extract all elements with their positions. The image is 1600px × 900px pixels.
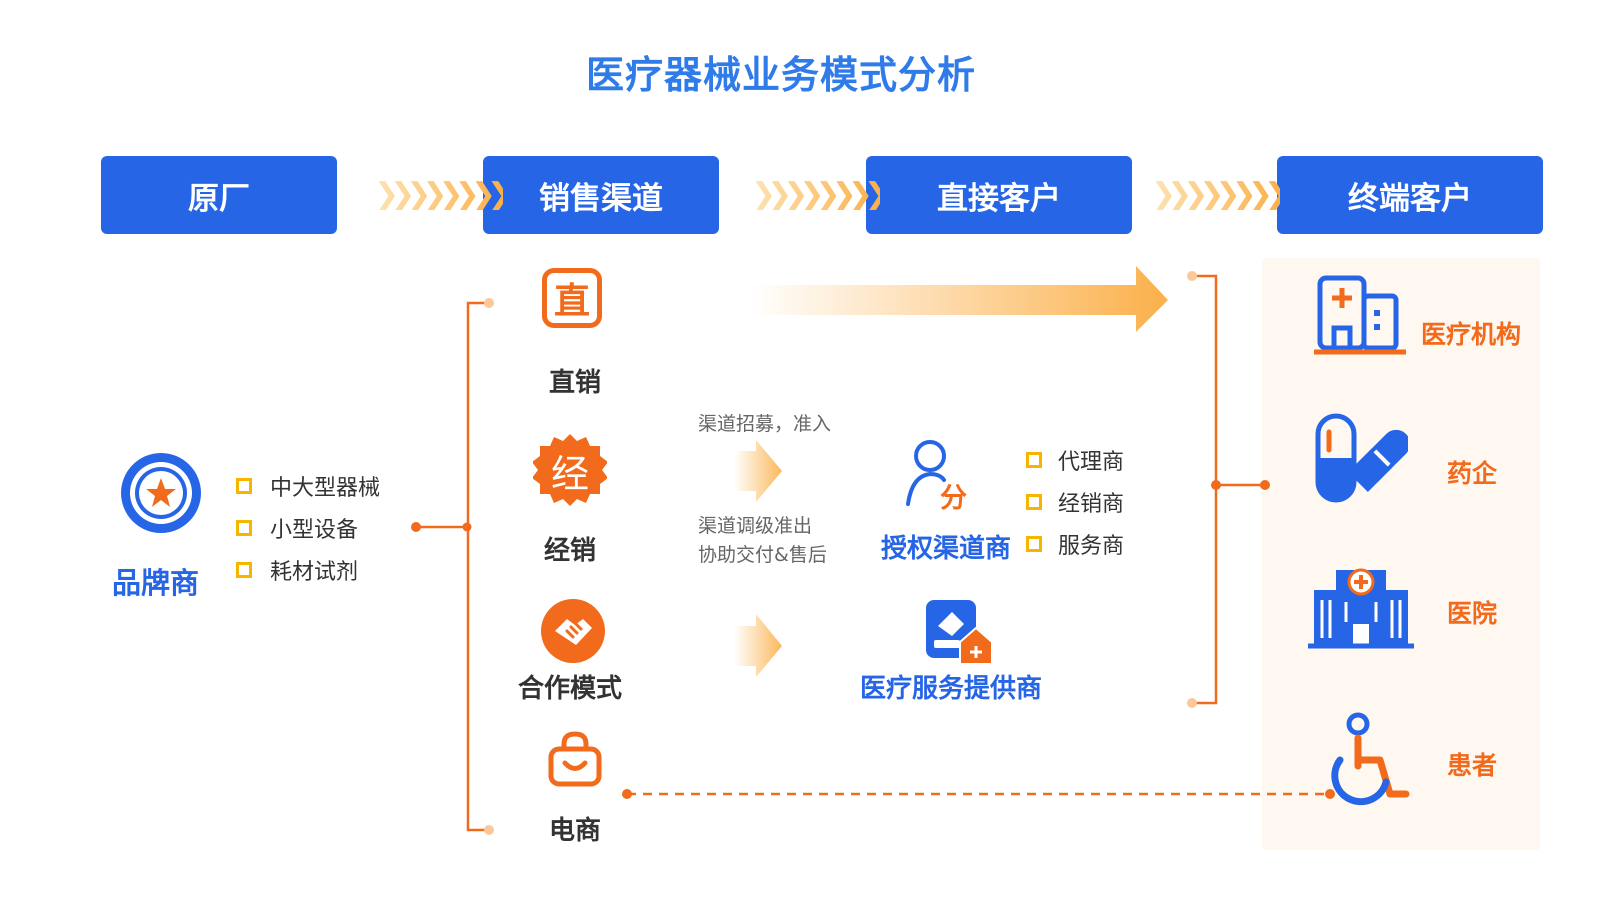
- direct-sales-icon: 直: [542, 268, 602, 328]
- brand-connector: [411, 522, 472, 532]
- stage-end-customer: 终端客户: [1277, 156, 1543, 234]
- bullet-icon: [1026, 536, 1042, 552]
- authorized-item-service: 服务商: [1058, 534, 1125, 559]
- hospital-building-icon: [1308, 568, 1414, 649]
- customer-bracket: [1187, 271, 1270, 708]
- brand-item-small-device: 小型设备: [270, 518, 359, 543]
- note-recruit: 渠道招募，准入: [698, 413, 832, 435]
- bullet-icon: [236, 562, 252, 578]
- distribution-badge-icon: [533, 434, 607, 506]
- brand-label: 品牌商: [112, 566, 200, 600]
- chevron-arrows-icon: ❯❯❯❯❯❯❯❯: [1151, 177, 1289, 212]
- bullet-icon: [1026, 452, 1042, 468]
- mode-distribution: 经销: [543, 536, 596, 566]
- handshake-icon: [541, 599, 605, 663]
- shopping-bag-icon: [548, 731, 602, 787]
- page-title: 医疗器械业务模式分析: [585, 53, 976, 97]
- end-customer-panel: [1262, 258, 1540, 850]
- wheelchair-patient-icon: [1331, 712, 1410, 806]
- channel-partner-icon-char: 分: [940, 483, 967, 514]
- medical-institution-icon: [1314, 275, 1406, 355]
- channel-partner-icon: [906, 440, 946, 506]
- authorized-item-agent: 代理商: [1058, 450, 1125, 475]
- channel-bracket: [466, 298, 494, 835]
- distribution-arrow: [734, 440, 782, 502]
- mode-partner: 合作模式: [517, 674, 622, 704]
- stage-manufacturer: 原厂: [101, 156, 337, 234]
- direct-arrow: [750, 266, 1168, 332]
- bullet-icon: [236, 478, 252, 494]
- note-assist-1: 渠道调级准出: [698, 515, 813, 537]
- ecommerce-connector: [622, 789, 1335, 799]
- mode-direct-sales: 直销: [548, 368, 601, 398]
- pharma-pill-icon: [1315, 413, 1408, 503]
- bullet-icon: [1026, 494, 1042, 510]
- bullet-icon: [236, 520, 252, 536]
- partner-arrow: [734, 614, 782, 677]
- customer-medical-institution: 医疗机构: [1421, 320, 1522, 349]
- customer-patient: 患者: [1447, 751, 1498, 780]
- note-assist-2: 协助交付&售后: [698, 544, 827, 566]
- authorized-item-distributor: 经销商: [1058, 492, 1125, 517]
- chevron-arrows-icon: ❯❯❯❯❯❯❯❯: [751, 177, 889, 212]
- medical-service-icon: [926, 600, 993, 665]
- brand-badge-icon: [121, 453, 201, 533]
- customer-pharma: 药企: [1447, 459, 1498, 488]
- service-provider-label: 医疗服务提供商: [860, 674, 1043, 704]
- chevron-arrows-icon: ❯❯❯❯❯❯❯❯: [374, 177, 512, 212]
- customer-hospital: 医院: [1447, 599, 1498, 628]
- brand-item-consumables: 耗材试剂: [270, 560, 359, 585]
- stage-sales-channel: 销售渠道: [483, 156, 719, 234]
- mode-ecommerce: 电商: [548, 816, 601, 846]
- brand-item-large-equipment: 中大型器械: [270, 476, 381, 501]
- stage-direct-customer: 直接客户: [866, 156, 1132, 234]
- distribution-icon-char: 经: [550, 451, 589, 496]
- authorized-channel-label: 授权渠道商: [881, 534, 1012, 564]
